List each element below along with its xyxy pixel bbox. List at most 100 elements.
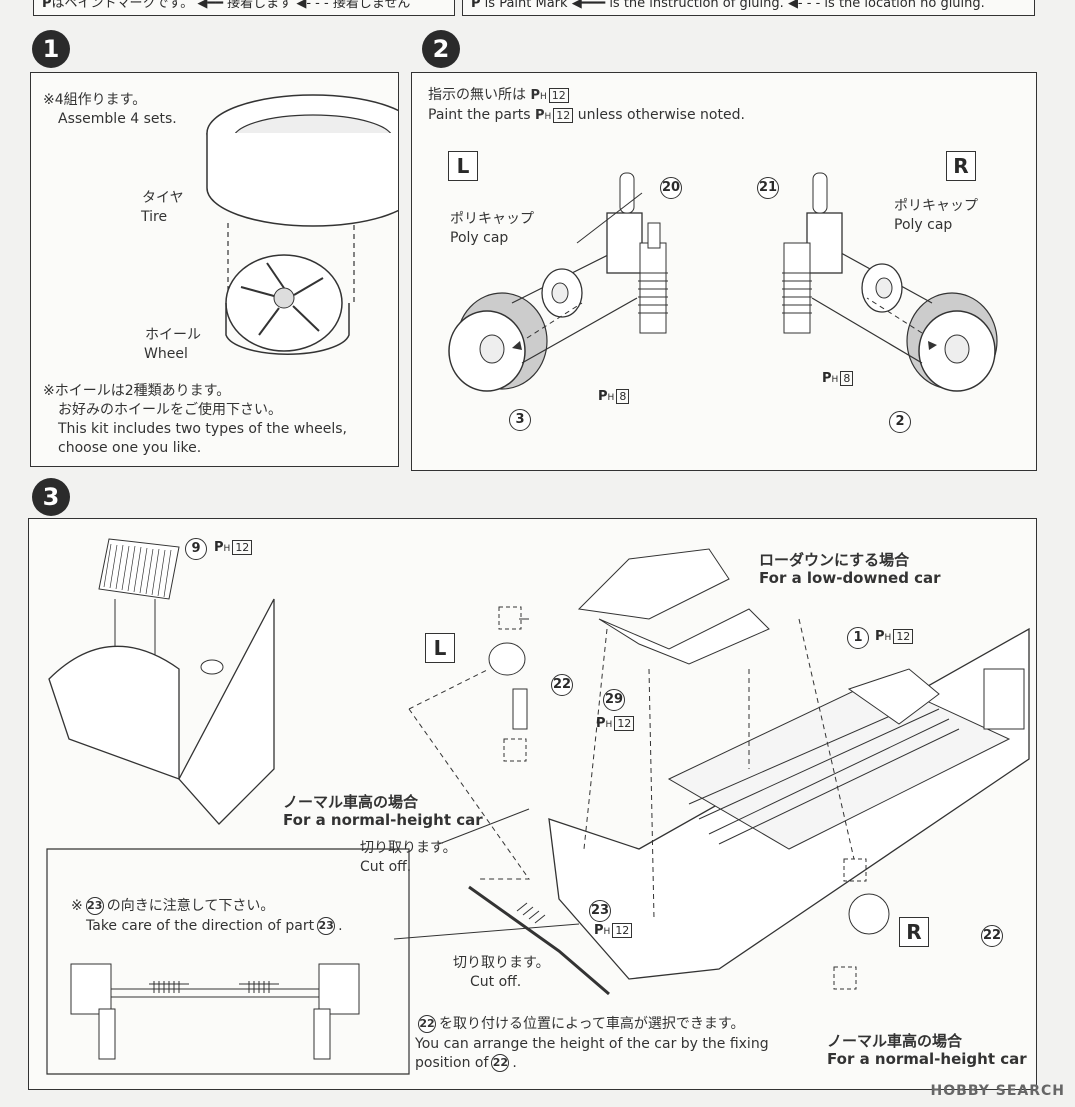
- tire-wheel-illustration: [206, 94, 398, 355]
- paint-p: P: [534, 108, 545, 123]
- legend-paint-mark-en: is Paint Mark: [484, 0, 568, 11]
- part-23-marker: 23: [589, 900, 611, 922]
- care-note-en-text: Take care of the direction of part: [86, 918, 315, 934]
- height-note-en-1: You can arrange the height of the car by…: [415, 1036, 769, 1052]
- height-note-jp-text: を取り付ける位置によって車高が選択できます。: [439, 1016, 745, 1032]
- step2-note-jp-text: 指示の無い所は: [428, 87, 526, 103]
- paint-p: P: [822, 371, 832, 386]
- step1-footnote-jp1: ※ホイールは2種類あります。: [43, 383, 231, 399]
- step3-number: 3: [32, 478, 70, 516]
- polycap-left-jp: ポリキャップ: [450, 211, 534, 227]
- paint-h: H: [544, 112, 552, 122]
- legend-no-glue-jp: 接着しません: [332, 0, 411, 11]
- polycap-right-jp: ポリキャップ: [894, 198, 978, 214]
- part-9-marker: 9: [185, 538, 207, 560]
- paint-p: P: [875, 629, 885, 644]
- part-23-inline-en: 23: [317, 917, 336, 935]
- care-note-jp-pre: ※: [71, 898, 83, 914]
- step1-footnote-en2: choose one you like.: [58, 440, 202, 456]
- paint-p: P: [598, 389, 608, 404]
- no-glue-arrow-icon-en: ◀- - -: [787, 0, 821, 11]
- part-22-marker-left: 22: [551, 674, 573, 696]
- paint-p: P: [214, 540, 224, 555]
- legend-paint-mark-jp: はペイントマークです。: [51, 0, 194, 11]
- tire-label-jp: タイヤ: [142, 190, 184, 206]
- part-23-inline: 23: [85, 897, 104, 915]
- part-22-marker-right: 22: [981, 925, 1003, 947]
- paint-color-number: 12: [548, 88, 569, 103]
- wheel-label-jp: ホイール: [145, 327, 201, 343]
- step1-note-en: Assemble 4 sets.: [58, 111, 177, 127]
- polycap-left-en: Poly cap: [450, 230, 509, 246]
- cutoff-label-jp-2: 切り取ります。: [453, 955, 550, 971]
- paint-p: P: [596, 716, 606, 731]
- part-21-marker: 21: [757, 177, 779, 199]
- paint-h: H: [223, 544, 231, 554]
- chassis-illustration: [46, 538, 1030, 1075]
- height-note-en-2-text: position of: [415, 1055, 489, 1071]
- glue-arrow-icon-en: ◀━━━: [571, 0, 606, 11]
- paint-h: H: [884, 633, 892, 643]
- glue-arrow-icon: ◀━━: [197, 0, 224, 11]
- polycap-right-en: Poly cap: [894, 217, 953, 233]
- step2-note-en-post: unless otherwise noted.: [577, 107, 745, 123]
- lowdown-label-jp: ローダウンにする場合: [759, 551, 910, 569]
- part-22-inline: 22: [418, 1015, 436, 1033]
- paint-h: H: [607, 393, 615, 403]
- lowdown-label-en: For a low-downed car: [759, 569, 941, 587]
- cutoff-label-en-2: Cut off.: [470, 974, 522, 990]
- step1-footnote-en1: This kit includes two types of the wheel…: [58, 421, 347, 437]
- step1-number: 1: [32, 30, 70, 68]
- paint-color-number: 12: [232, 540, 253, 555]
- paint-color-number: 12: [893, 629, 914, 644]
- paint-color-number: 12: [612, 923, 633, 938]
- left-side-label-step3: L: [425, 633, 455, 663]
- paint-p: P: [594, 923, 604, 938]
- no-glue-arrow-icon: ◀- - -: [296, 0, 329, 11]
- step1-footnote-jp2: お好みのホイールをご使用下さい。: [58, 402, 282, 418]
- paint-h: H: [831, 375, 839, 385]
- hub-assembly-illustration: [448, 172, 998, 392]
- paint-color-number: 12: [614, 716, 635, 731]
- paint-mark-symbol-en: P: [471, 0, 481, 11]
- paint-color-number: 12: [553, 108, 574, 123]
- legend-glue-en: is the instruction of gluing.: [609, 0, 784, 11]
- legend-jp: Pはペイントマークです。 ◀━━ 接着します ◀- - - 接着しません: [33, 0, 455, 16]
- step2-number: 2: [422, 30, 460, 68]
- legend-no-glue-en: is the location no gluing.: [824, 0, 985, 11]
- right-side-label: R: [946, 151, 976, 181]
- paint-mark-symbol: P: [42, 0, 52, 11]
- legend-en: P is Paint Mark ◀━━━ is the instruction …: [462, 0, 1035, 16]
- paint-h: H: [539, 92, 547, 102]
- wheel-label-en: Wheel: [144, 346, 188, 362]
- legend-glue-jp: 接着します: [227, 0, 293, 11]
- paint-h: H: [605, 720, 613, 730]
- step1-panel: ※4組作ります。 Assemble 4 sets. タイヤ Tire ホイール …: [30, 72, 399, 467]
- paint-color-number: 8: [840, 371, 854, 386]
- normal-height-label-en-right: For a normal-height car: [827, 1050, 1027, 1068]
- care-note-jp-post: の向きに注意して下さい。: [106, 898, 275, 914]
- paint-h: H: [603, 927, 611, 937]
- normal-height-label-en: For a normal-height car: [283, 811, 483, 829]
- watermark: HOBBY SEARCH: [930, 1083, 1065, 1099]
- left-side-label: L: [448, 151, 478, 181]
- normal-height-label-jp-right: ノーマル車高の場合: [827, 1032, 963, 1050]
- cutoff-label-jp-1: 切り取ります。: [360, 840, 457, 856]
- part-3-marker: 3: [509, 409, 531, 431]
- tire-label-en: Tire: [141, 209, 168, 225]
- part-20-marker: 20: [660, 177, 682, 199]
- normal-height-label-jp: ノーマル車高の場合: [283, 793, 419, 811]
- cutoff-label-en-1: Cut off.: [360, 859, 412, 875]
